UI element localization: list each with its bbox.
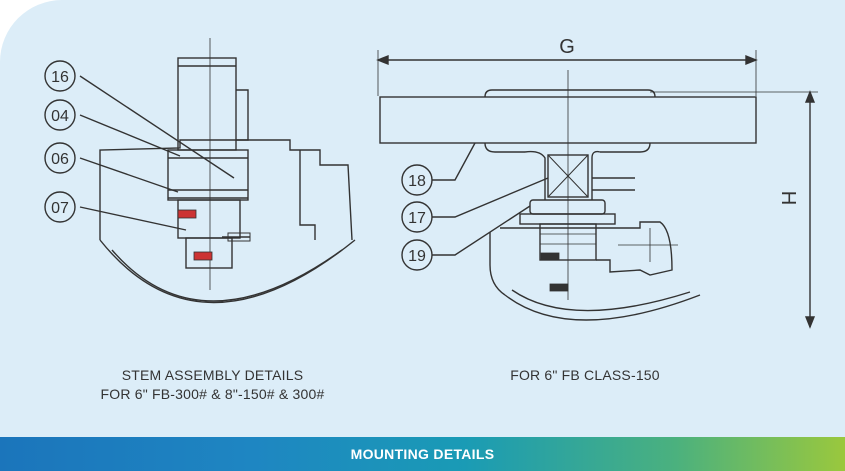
body-arc-inner: [111, 249, 343, 302]
leader-16: [79, 75, 235, 179]
fastener-1: [177, 209, 197, 219]
stem-lower: [177, 199, 241, 239]
callout-circle-17: [401, 201, 433, 233]
callout-label-18: 18: [408, 173, 426, 190]
stem-top: [177, 57, 237, 151]
class-150-view: G H: [376, 36, 818, 329]
dim-h-arrow-top: [804, 90, 816, 103]
left-view-caption: STEM ASSEMBLY DETAILS FOR 6" FB-300# & 8…: [40, 366, 385, 404]
leader-17: [432, 177, 549, 218]
lever-neck-left: [484, 142, 525, 153]
dim-h-label: H: [777, 191, 799, 205]
body-arc: [504, 294, 701, 321]
fastener-1: [540, 252, 560, 261]
mounting-drawing: 16 04 06 07 G H: [44, 36, 818, 329]
lever-neck-right: [600, 142, 651, 153]
dim-g-arrow-left: [376, 54, 389, 66]
callout-circle-06: [44, 142, 76, 174]
callout-label-16: 16: [51, 69, 69, 86]
footer-banner: MOUNTING DETAILS: [0, 437, 845, 471]
callout-label-19: 19: [408, 248, 426, 265]
callout-circle-19: [401, 239, 433, 271]
leader-04: [79, 114, 181, 157]
callout-circle-04: [44, 99, 76, 131]
stem-bottom: [185, 237, 233, 269]
fastener-2: [193, 251, 213, 261]
body-arc: [99, 239, 356, 304]
leader-18: [432, 142, 476, 181]
callout-label-06: 06: [51, 151, 69, 168]
body-left: [489, 232, 506, 296]
leader-19: [432, 205, 531, 256]
callout-label-17: 17: [408, 210, 426, 227]
callout-circle-16: [44, 60, 76, 92]
leader-06: [79, 157, 179, 193]
callout-circle-18: [401, 164, 433, 196]
callout-label-04: 04: [51, 108, 69, 125]
body-right: [500, 221, 673, 276]
dim-g-arrow-right: [745, 54, 758, 66]
footer-title: MOUNTING DETAILS: [350, 446, 495, 462]
gland-nut: [529, 199, 606, 215]
stem-neck-right: [591, 150, 601, 200]
leader-07: [79, 206, 187, 231]
stem-key: [236, 89, 249, 141]
stem-neck-left: [524, 150, 546, 200]
callout-label-07: 07: [51, 200, 69, 217]
callout-circle-07: [44, 191, 76, 223]
body-arc-inner: [511, 289, 691, 312]
stem-assembly-view: 16 04 06 07: [44, 38, 356, 304]
right-caption-line-1: FOR 6" FB CLASS-150: [510, 367, 660, 383]
diagram-panel: 16 04 06 07 G H: [0, 0, 845, 437]
dim-h-arrow-bottom: [804, 316, 816, 329]
fastener-2: [549, 283, 569, 292]
right-view-caption: FOR 6" FB CLASS-150: [450, 366, 720, 385]
body-outline: [99, 139, 353, 241]
left-caption-line-2: FOR 6" FB-300# & 8"-150# & 300#: [100, 386, 325, 402]
lever-plate-top: [484, 89, 656, 98]
dim-g-label: G: [559, 36, 575, 58]
gland-flange: [519, 213, 616, 225]
body-step: [299, 150, 316, 240]
left-caption-line-1: STEM ASSEMBLY DETAILS: [121, 367, 304, 383]
